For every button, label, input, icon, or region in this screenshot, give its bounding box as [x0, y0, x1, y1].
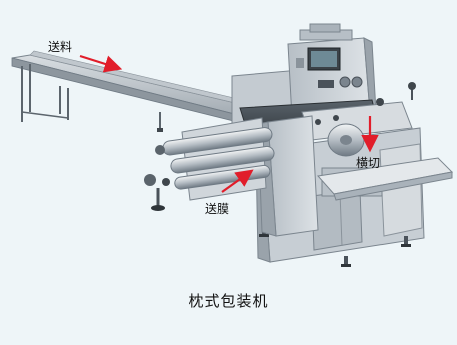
feed-arrow [79, 54, 123, 73]
film-feed-label: 送膜 [205, 202, 230, 216]
feed-label: 送料 [48, 40, 73, 54]
film-forming-section [144, 117, 275, 211]
figure-caption: 枕式包装机 [188, 292, 269, 310]
outfeed-plate-edge [333, 171, 453, 201]
cross-cut-label: 横切 [356, 156, 381, 170]
film-feed-arrow [221, 169, 254, 193]
